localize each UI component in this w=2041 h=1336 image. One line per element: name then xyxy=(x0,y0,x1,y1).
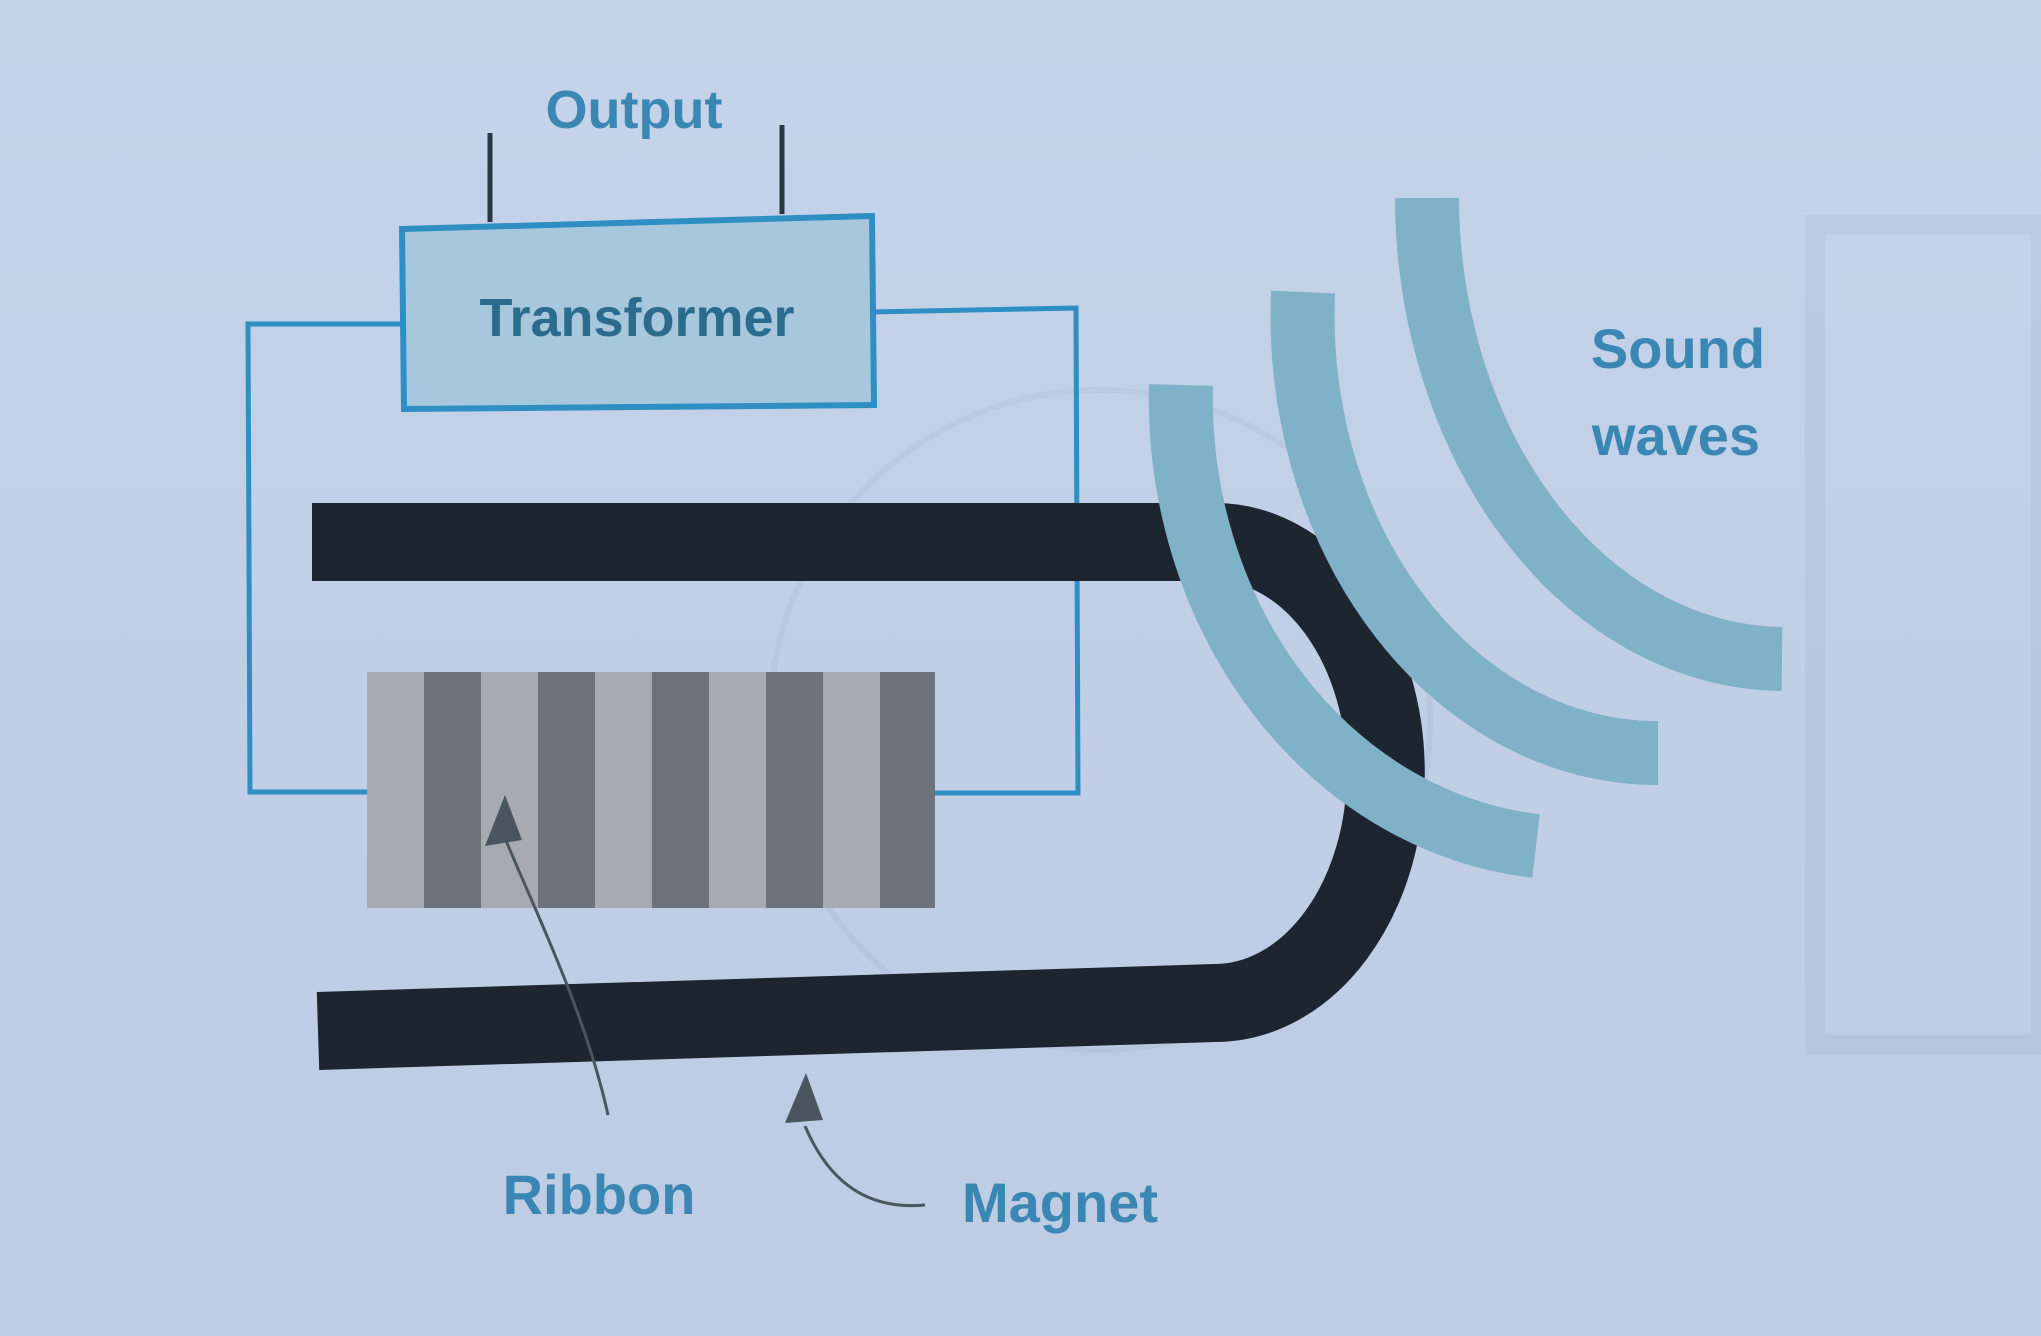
ribbon-stripe xyxy=(481,672,538,908)
magnet-pointer-line xyxy=(803,1125,926,1208)
output-label: Output xyxy=(546,80,723,140)
transformer-box: Transformer xyxy=(398,212,878,413)
output-leads xyxy=(487,125,785,222)
ribbon-pointer xyxy=(485,795,610,1116)
ribbon-stripe xyxy=(367,672,424,908)
ribbon-stripe xyxy=(538,672,595,908)
sound-wave-inner xyxy=(1148,384,1540,878)
ribbon xyxy=(367,672,935,908)
ribbon-pointer-line xyxy=(503,837,610,1116)
sound-wave-outer xyxy=(1395,197,1783,691)
ribbon-stripe xyxy=(652,672,709,908)
sound-wave-middle xyxy=(1270,290,1659,786)
arrow-up-icon xyxy=(785,1073,823,1123)
magnet-label: Magnet xyxy=(962,1171,1158,1234)
ribbon-stripe xyxy=(766,672,823,908)
ribbon-label: Ribbon xyxy=(503,1163,696,1226)
ribbon-stripe xyxy=(880,672,935,908)
arrow-up-icon xyxy=(485,795,522,846)
transformer-label: Transformer xyxy=(479,288,794,348)
ribbon-stripe xyxy=(424,672,481,908)
sound-waves-label-line1: Sound xyxy=(1591,317,1765,380)
ribbon-stripe xyxy=(823,672,880,908)
ribbon-stripe xyxy=(709,672,766,908)
sound-waves xyxy=(1148,197,1783,878)
transformer-rect xyxy=(398,212,878,413)
wire-left xyxy=(245,321,402,795)
sound-waves-label-line2: waves xyxy=(1591,404,1760,467)
ribbon-stripe xyxy=(595,672,652,908)
magnet-pointer xyxy=(785,1073,926,1208)
